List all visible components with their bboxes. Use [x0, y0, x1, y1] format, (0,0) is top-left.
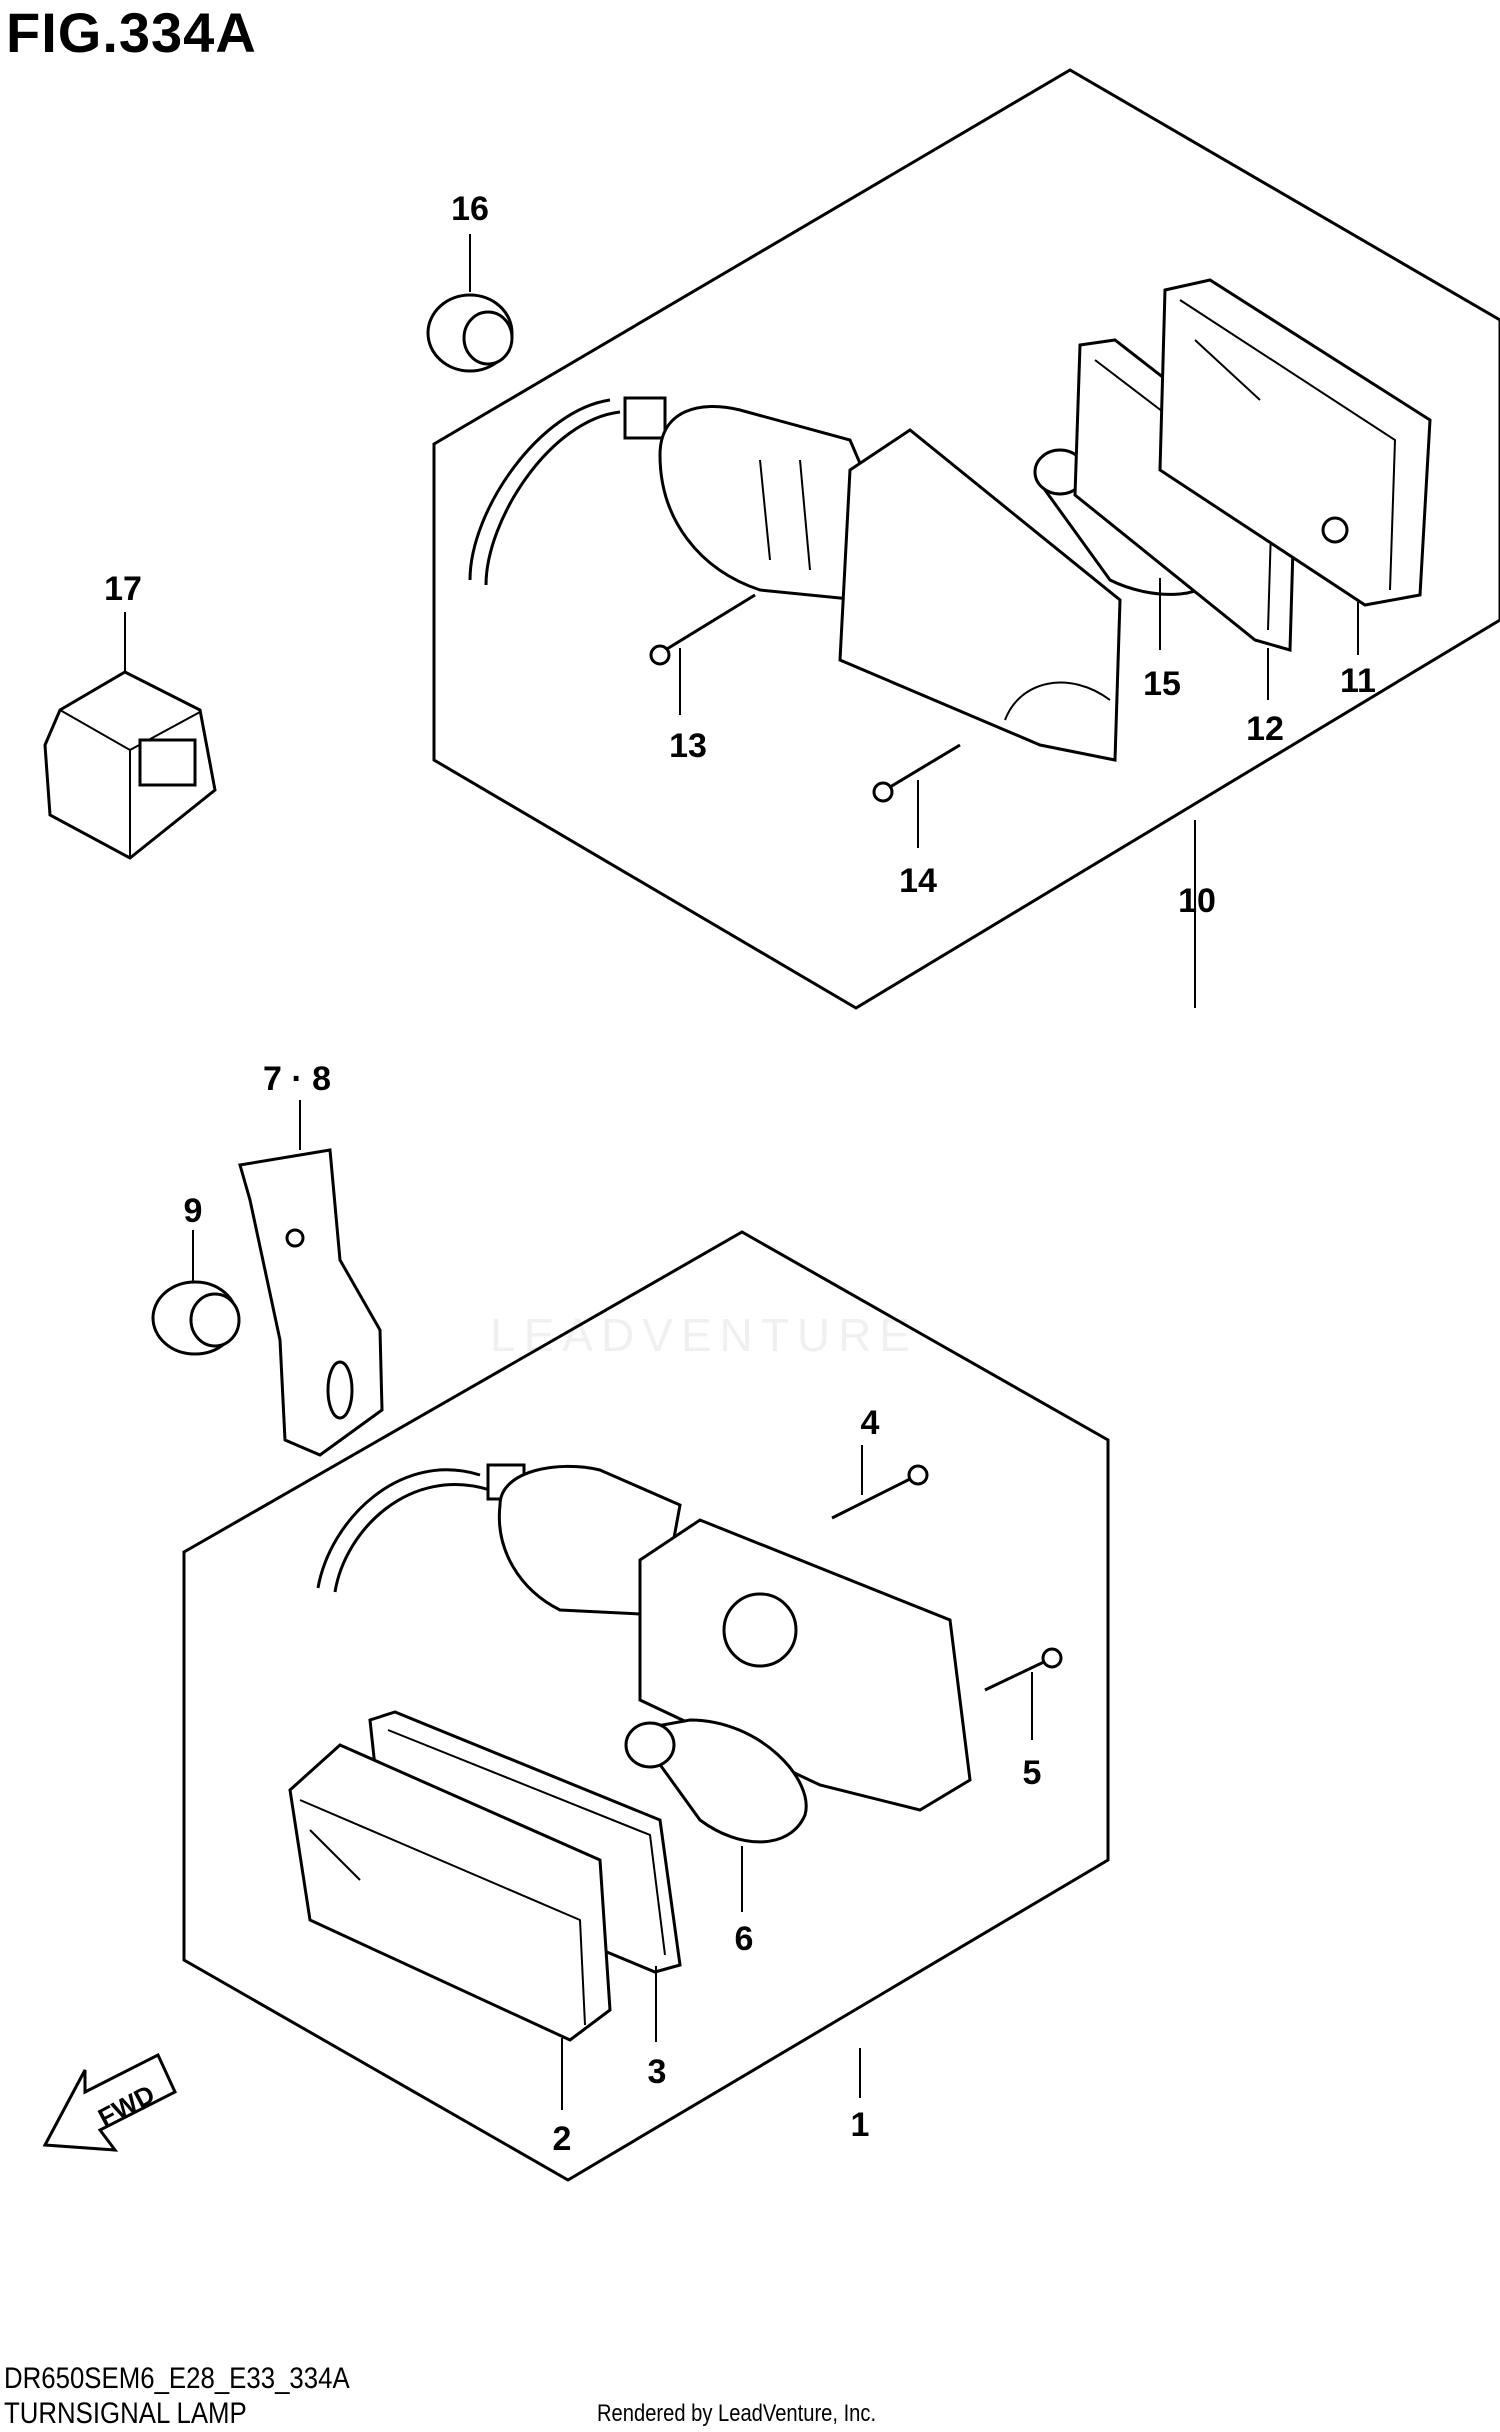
- callout-13: 13: [669, 727, 707, 765]
- callout-9: 9: [184, 1192, 203, 1230]
- diagram-code: DR650SEM6_E28_E33_334A: [4, 2362, 350, 2395]
- callout-10: 10: [1178, 882, 1216, 920]
- callout-2: 2: [553, 2120, 572, 2158]
- callout-5: 5: [1023, 1754, 1042, 1792]
- callout-11: 11: [1340, 662, 1376, 700]
- screw-4: [831, 1464, 929, 1520]
- figure-title: FIG.334A: [6, 1, 257, 64]
- callout-16: 16: [451, 190, 489, 228]
- grommet-16: [426, 293, 514, 373]
- fwd-arrow: FWD: [42, 2052, 177, 2152]
- callout-17: 17: [104, 570, 142, 608]
- callout-14: 14: [899, 862, 937, 900]
- callout-3: 3: [648, 2053, 667, 2091]
- lens-11: [1158, 278, 1432, 607]
- callout-7-8: 7 · 8: [263, 1060, 331, 1098]
- callout-4: 4: [861, 1404, 880, 1442]
- leader-lines: [124, 234, 1359, 2110]
- front-lamp-body: [468, 396, 1122, 762]
- screw-14: [872, 743, 961, 803]
- screw-13: [649, 593, 756, 666]
- callout-12: 12: [1246, 710, 1284, 748]
- callout-15: 15: [1143, 665, 1181, 703]
- screw-5: [984, 1647, 1063, 1692]
- nut-9: [151, 1280, 241, 1356]
- callout-1: 1: [851, 2106, 870, 2144]
- rear-lamp-body: [316, 1463, 972, 1812]
- callout-6: 6: [735, 1920, 754, 1958]
- bracket-7-8: [238, 1148, 384, 1457]
- render-credit: Rendered by LeadVenture, Inc.: [597, 2400, 877, 2427]
- section-title: TURNSIGNAL LAMP: [4, 2397, 247, 2430]
- assembly-1-boundary: [182, 1230, 1110, 2182]
- lens-2: [288, 1743, 612, 2042]
- bulb-6: [624, 1718, 808, 1844]
- assembly-10-boundary: [432, 68, 1500, 1010]
- connector-17: [43, 670, 217, 860]
